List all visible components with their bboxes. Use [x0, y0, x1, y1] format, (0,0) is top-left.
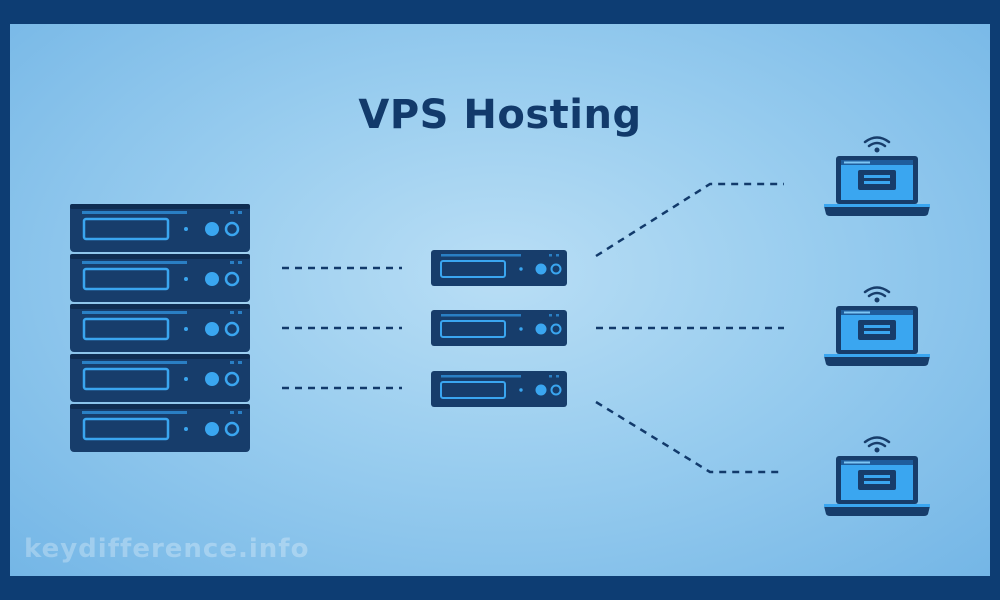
connector-line-top	[595, 182, 784, 258]
diagram-title: VPS Hosting	[358, 92, 642, 138]
connector-line-bottom	[595, 400, 784, 474]
client-connectors	[595, 182, 784, 474]
watermark: keydifference.info	[24, 534, 310, 564]
main-server-icon	[70, 204, 250, 452]
virtual-server-icon-1	[431, 250, 567, 286]
server-connectors	[282, 266, 402, 390]
laptop-icon-1	[822, 136, 932, 218]
virtual-server-icon-3	[431, 371, 567, 407]
laptop-icon-3	[822, 436, 932, 518]
virtual-server-icon-2	[431, 310, 567, 346]
laptop-icon-2	[822, 286, 932, 368]
